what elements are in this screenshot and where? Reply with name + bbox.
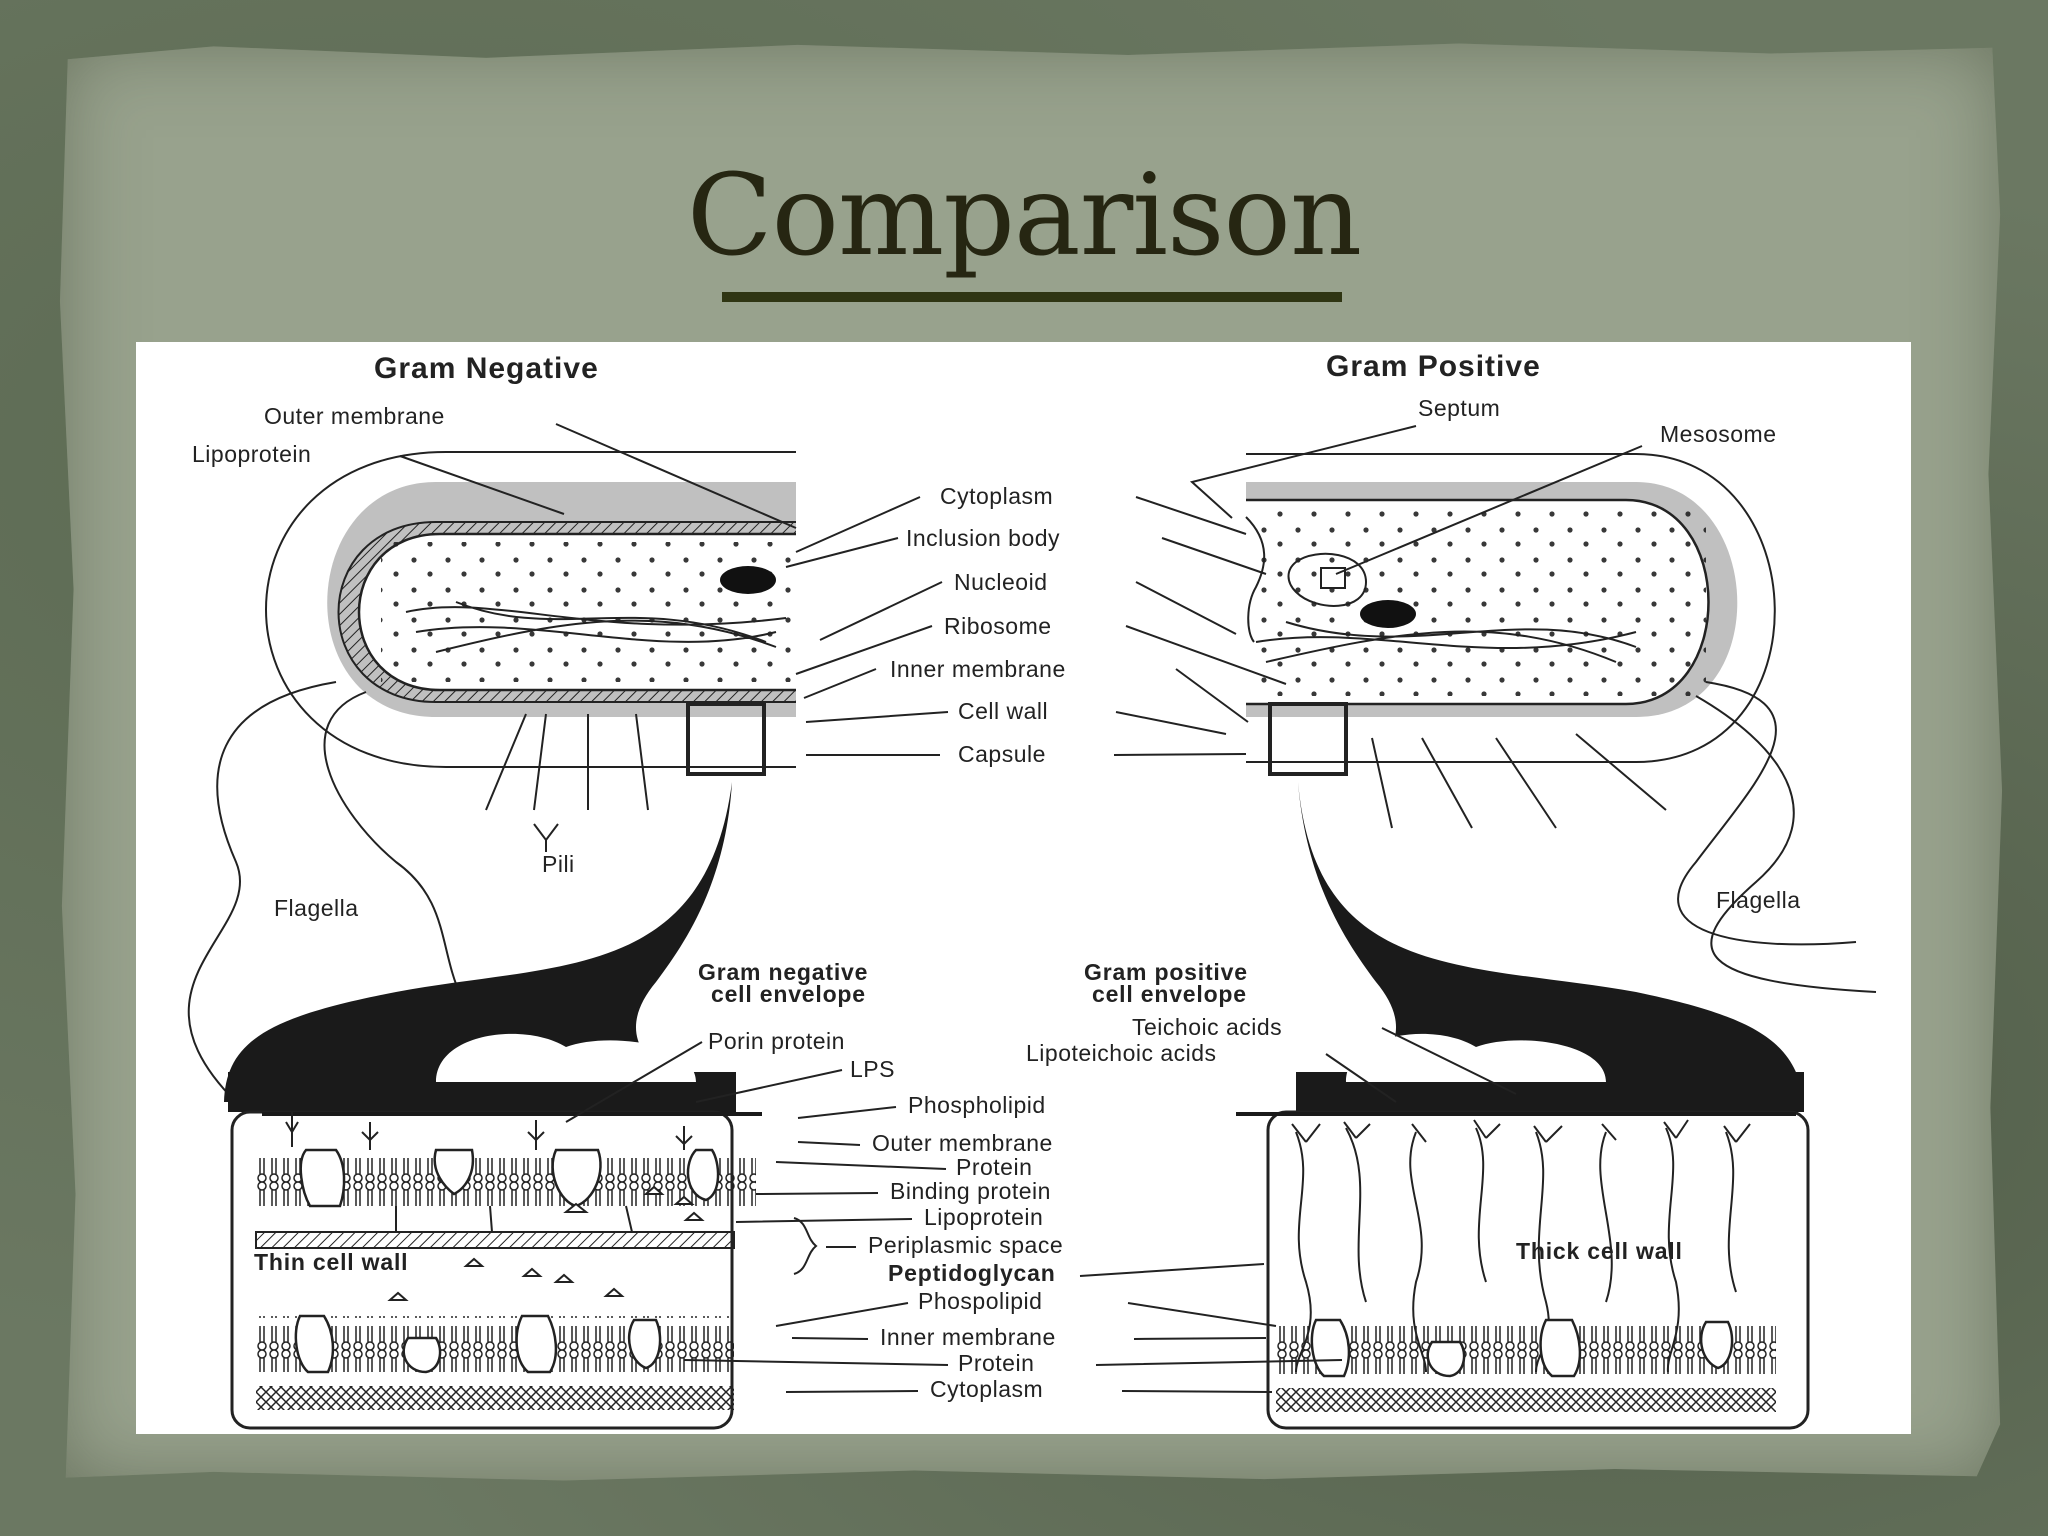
label-inner-membrane-env: Inner membrane [880,1324,1056,1350]
label-lipoprotein-cell: Lipoprotein [192,441,311,467]
zoom-funnel-left [224,782,736,1102]
gram-negative-cell [187,451,796,1103]
heading-neg-envelope-2: cell envelope [711,981,866,1007]
label-lps: LPS [850,1056,895,1082]
label-lipoprotein-env: Lipoprotein [924,1204,1043,1230]
label-protein-top: Protein [956,1154,1032,1180]
label-peptidoglycan: Peptidoglycan [888,1260,1056,1286]
heading-pos-envelope-2: cell envelope [1092,981,1247,1007]
funnel-gap-right [1346,1033,1606,1082]
gram-positive-envelope: Thick cell wall [1236,1110,1810,1430]
label-binding-protein: Binding protein [890,1178,1051,1204]
funnel-gap-left [436,1033,696,1082]
label-periplasmic-space: Periplasmic space [868,1232,1063,1258]
gram-comparison-diagram: Gram Negative Gram Positive [187,350,1877,1430]
label-capsule: Capsule [958,741,1046,767]
heading-pos-envelope-1: Gram positive [1084,959,1248,985]
gram-positive-cell [1245,453,1877,993]
label-lipoteichoic-acids: Lipoteichoic acids [1026,1040,1217,1066]
heading-gram-negative: Gram Negative [374,352,599,385]
label-nucleoid: Nucleoid [954,569,1048,595]
label-pili: Pili [542,851,575,877]
label-thin-cell-wall: Thin cell wall [254,1249,408,1275]
label-cytoplasm: Cytoplasm [940,483,1053,509]
envelope-labels: Porin protein LPS Teichoic acids Lipotei… [565,1014,1517,1402]
label-outer-membrane-cell: Outer membrane [264,403,445,429]
label-phospolipid: Phospolipid [918,1288,1042,1314]
diagram-frame: Gram Negative Gram Positive [136,342,1911,1434]
gram-negative-envelope: Thin cell wall [230,1110,762,1430]
nucleoid-right [1360,600,1416,628]
center-labels: Cytoplasm Inclusion body Nucleoid Riboso… [785,483,1287,767]
nucleoid-left [720,566,776,594]
label-protein-bottom: Protein [958,1350,1034,1376]
label-inclusion-body: Inclusion body [906,525,1060,551]
label-cell-wall: Cell wall [958,698,1048,724]
label-flagella-right: Flagella [1716,887,1801,913]
label-flagella-left: Flagella [274,895,359,921]
label-phospholipid: Phospholipid [908,1092,1046,1118]
label-porin-protein: Porin protein [708,1028,845,1054]
title-underline [722,292,1342,302]
heading-gram-positive: Gram Positive [1326,350,1541,383]
slide-title: Comparison [686,151,1362,281]
label-outer-membrane-env: Outer membrane [872,1130,1053,1156]
label-mesosome: Mesosome [1660,421,1776,447]
label-thick-cell-wall: Thick cell wall [1516,1238,1683,1264]
label-cytoplasm-env: Cytoplasm [930,1376,1043,1402]
label-teichoic-acids: Teichoic acids [1132,1014,1282,1040]
zoom-funnel-right [1296,782,1804,1102]
heading-neg-envelope-1: Gram negative [698,959,868,985]
label-septum: Septum [1418,395,1500,421]
label-ribosome: Ribosome [944,613,1052,639]
label-inner-membrane: Inner membrane [890,656,1066,682]
